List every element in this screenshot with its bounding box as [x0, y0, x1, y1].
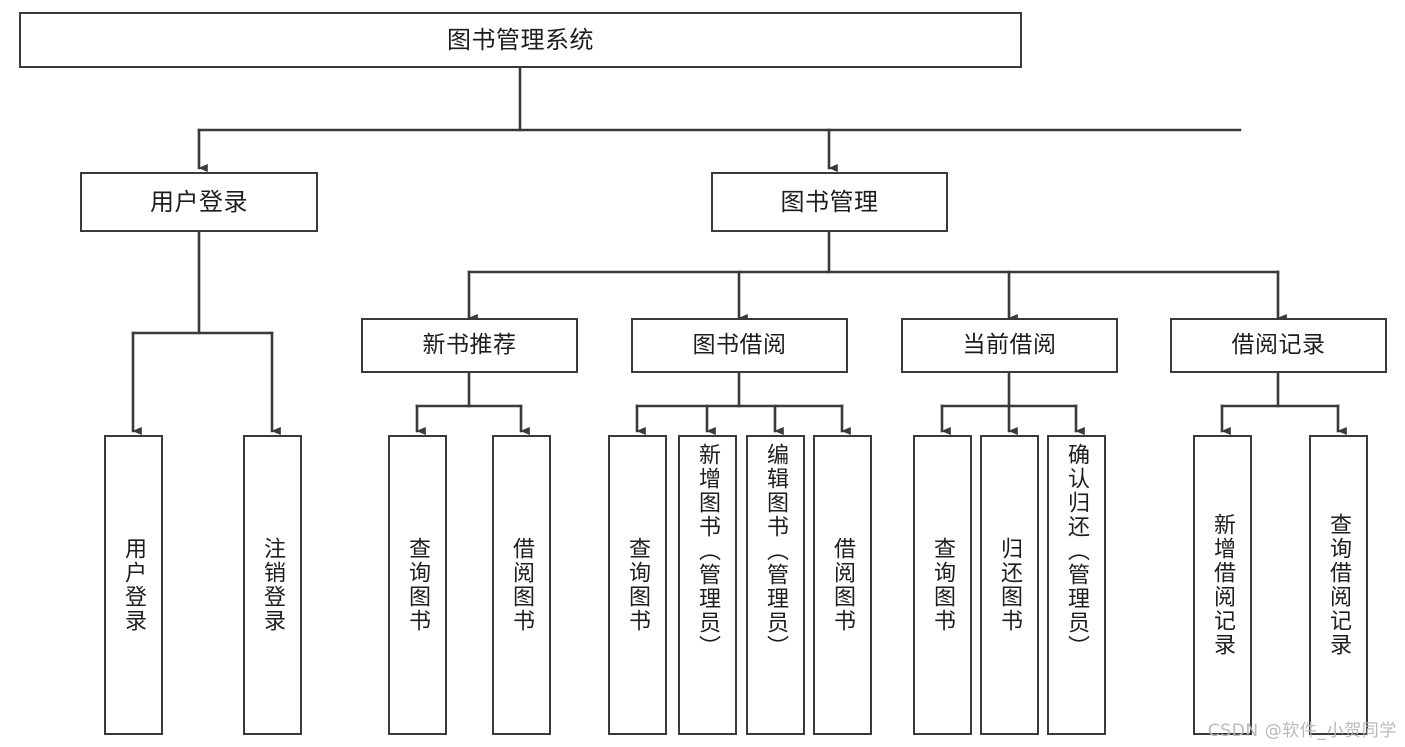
node-new-book-recommend[interactable]: 新书推荐: [361, 318, 578, 373]
node-leaf-query-book-2[interactable]: 查询图书: [608, 435, 667, 735]
node-label: 借阅记录: [1231, 331, 1326, 358]
node-label: 用户登录: [150, 187, 248, 216]
node-leaf-query-record[interactable]: 查询借阅记录: [1309, 435, 1368, 735]
node-leaf-add-book[interactable]: 新增图书（管理员）: [678, 435, 737, 735]
node-label: 新书推荐: [422, 331, 517, 358]
node-label: 归还图书: [997, 537, 1023, 633]
node-label: 新增借阅记录: [1210, 513, 1236, 657]
node-label: 注销登录: [260, 537, 286, 633]
node-leaf-user-logout[interactable]: 注销登录: [243, 435, 302, 735]
node-label: 图书管理系统: [447, 25, 594, 54]
node-current-borrow[interactable]: 当前借阅: [901, 318, 1118, 373]
node-borrow-record[interactable]: 借阅记录: [1170, 318, 1387, 373]
node-label: 查询图书: [405, 537, 431, 633]
node-label: 查询图书: [625, 537, 651, 633]
node-leaf-edit-book[interactable]: 编辑图书（管理员）: [746, 435, 805, 735]
node-leaf-user-login[interactable]: 用户登录: [104, 435, 163, 735]
node-root-book-management-system[interactable]: 图书管理系统: [19, 12, 1022, 68]
node-leaf-query-book-3[interactable]: 查询图书: [913, 435, 972, 735]
node-user-login[interactable]: 用户登录: [80, 172, 318, 232]
node-leaf-return-book[interactable]: 归还图书: [980, 435, 1039, 735]
node-leaf-borrow-book-1[interactable]: 借阅图书: [492, 435, 551, 735]
node-label: 确认归还（管理员）: [1064, 443, 1090, 659]
node-label: 用户登录: [121, 537, 147, 633]
node-leaf-add-record[interactable]: 新增借阅记录: [1193, 435, 1252, 735]
node-label: 查询借阅记录: [1326, 513, 1352, 657]
node-label: 新增图书（管理员）: [695, 443, 721, 659]
node-label: 借阅图书: [830, 537, 856, 633]
node-label: 查询图书: [930, 537, 956, 633]
csdn-watermark: CSDN @软件_小贺同学: [1207, 721, 1397, 741]
node-label: 当前借阅: [962, 331, 1057, 358]
node-leaf-borrow-book-2[interactable]: 借阅图书: [813, 435, 872, 735]
node-label: 借阅图书: [509, 537, 535, 633]
node-book-management[interactable]: 图书管理: [711, 172, 948, 232]
node-leaf-confirm-return[interactable]: 确认归还（管理员）: [1047, 435, 1106, 735]
node-label: 图书借阅: [692, 331, 787, 358]
node-label: 图书管理: [780, 187, 879, 216]
node-label: 编辑图书（管理员）: [763, 443, 789, 659]
node-book-borrow[interactable]: 图书借阅: [631, 318, 848, 373]
node-leaf-query-book-1[interactable]: 查询图书: [388, 435, 447, 735]
